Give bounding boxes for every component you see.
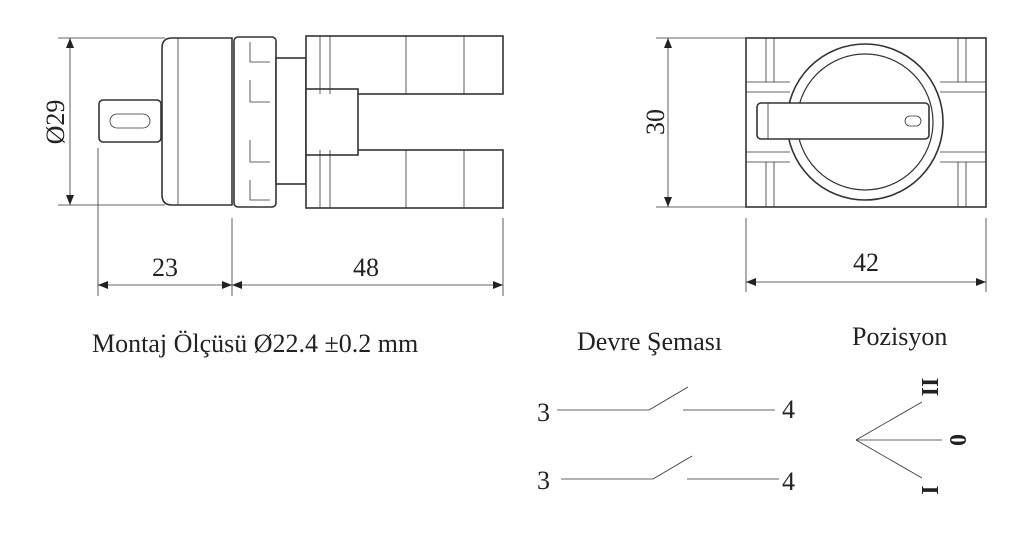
height-label: 30 <box>641 109 670 135</box>
position-label-II: II <box>916 378 942 397</box>
contact-2-left-terminal: 3 <box>537 466 550 495</box>
contact-2-right-terminal: 4 <box>782 467 795 496</box>
contact-1-left-terminal: 3 <box>537 398 550 427</box>
knob-handle <box>756 102 930 140</box>
contact-block-bottom <box>305 149 504 209</box>
diameter-label: Ø29 <box>41 100 70 145</box>
mounting-size-label: Montaj Ölçüsü Ø22.4 ±0.2 mm <box>92 329 418 358</box>
width-label: 42 <box>853 248 879 277</box>
side-view: Ø29 23 48 <box>41 35 504 296</box>
contact-1-right-terminal: 4 <box>782 395 795 424</box>
shaft <box>98 99 162 143</box>
front-length-label: 23 <box>152 253 178 282</box>
circuit-diagram-title: Devre Şeması <box>577 327 722 356</box>
body-length-label: 48 <box>353 253 379 282</box>
contact-link <box>305 88 359 156</box>
position-diagram: II 0 I <box>855 378 970 495</box>
adapter <box>275 57 307 185</box>
front-view: 30 42 <box>641 37 987 292</box>
position-label-0: 0 <box>944 434 970 446</box>
position-title: Pozisyon <box>852 322 947 351</box>
circuit-diagram: 3 4 3 4 <box>537 386 795 496</box>
knob-body <box>161 37 233 206</box>
contact-block-top <box>305 35 504 95</box>
mounting-ring <box>233 36 277 208</box>
position-label-I: I <box>916 485 942 494</box>
